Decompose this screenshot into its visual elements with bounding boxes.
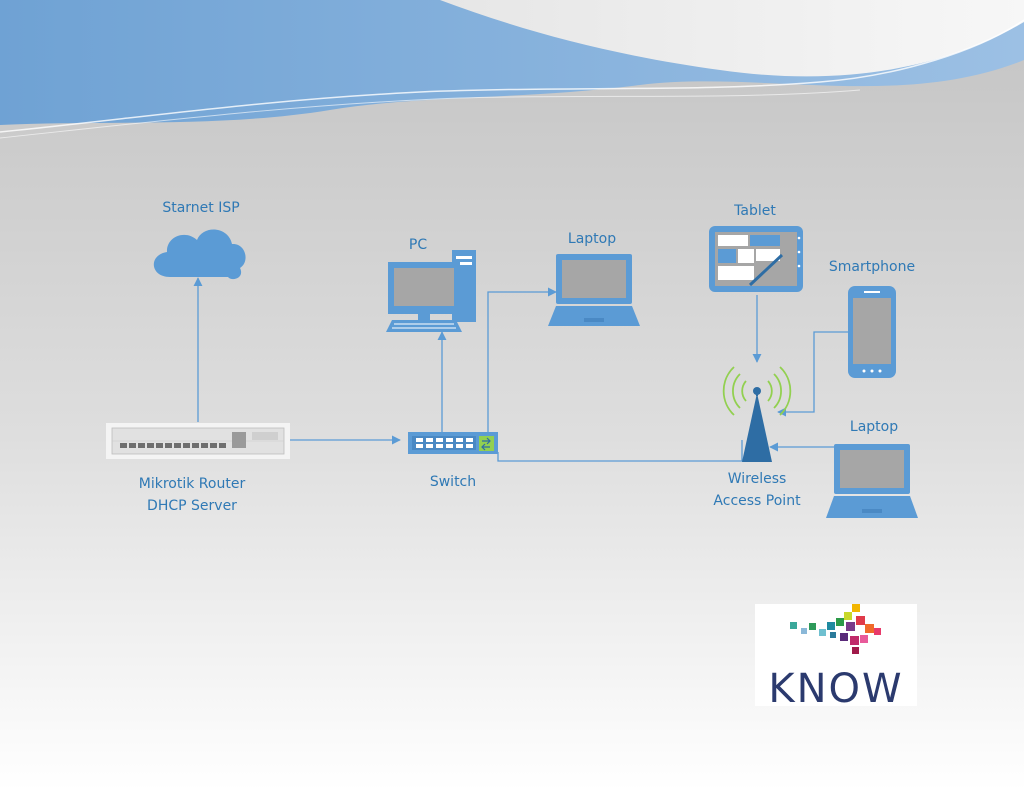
label-router-line1: Mikrotik Router [139,476,246,492]
logo-pixel-mark [790,604,881,654]
cloud-icon [153,229,246,280]
router-icon [106,423,290,459]
switch-icon [408,432,498,454]
label-switch: Switch [430,474,476,490]
know-logo: KNOW [755,604,917,712]
label-ap-line1: Wireless [728,471,787,487]
pc-icon [386,250,476,332]
label-ap-line2: Access Point [713,493,801,509]
label-laptop-top: Laptop [568,231,616,247]
label-laptop-right: Laptop [850,419,898,435]
tablet-icon [709,226,803,292]
label-smartphone: Smartphone [829,259,915,275]
label-pc: PC [409,237,427,253]
header-waves [0,0,1024,139]
laptop-icon [548,254,640,326]
label-tablet: Tablet [733,203,776,219]
access-point-icon [722,366,792,462]
smartphone-icon [848,286,896,378]
label-router-line2: DHCP Server [147,498,237,514]
label-isp: Starnet ISP [162,200,239,216]
connections [193,277,848,462]
logo-text: KNOW [768,666,903,712]
link-switch-laptop [487,287,557,432]
link-switch-ap [497,440,743,462]
laptop-icon [826,444,918,518]
link-smartphone-ap [777,331,848,417]
